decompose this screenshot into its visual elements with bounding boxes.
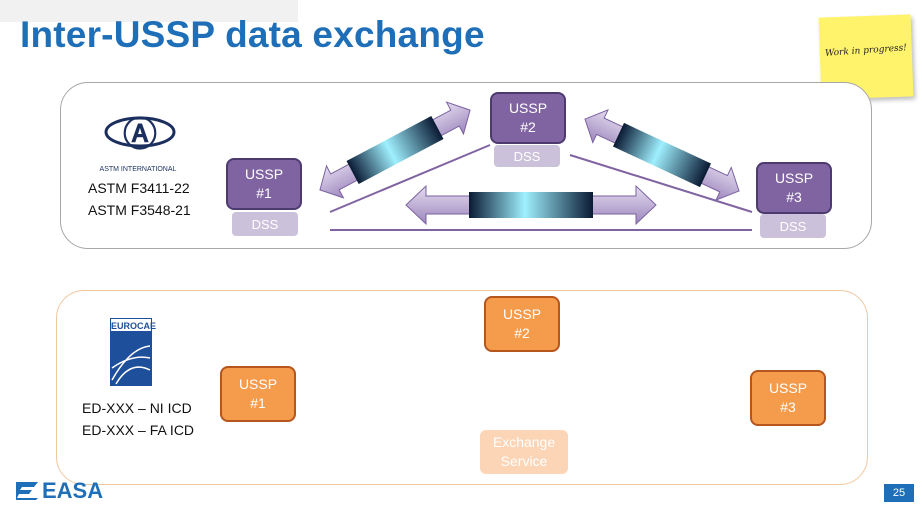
eurocae-standard-1: ED-XXX – NI ICD	[82, 400, 192, 416]
eurocae-logo-caption: EUROCAE	[110, 318, 156, 332]
astm-ussp-3-box: USSP #3	[756, 162, 832, 214]
astm-standard-2: ASTM F3548-21	[88, 202, 191, 218]
astm-ussp-2-dss: DSS	[494, 145, 560, 167]
astm-standard-1: ASTM F3411-22	[88, 180, 190, 196]
astm-link-line-1-2	[329, 144, 491, 213]
astm-ussp-2-box: USSP #2	[490, 92, 566, 144]
page-number: 25	[884, 484, 914, 502]
astm-logo-icon: Ⓐ	[104, 116, 176, 154]
astm-arrow-2-3	[584, 109, 740, 201]
eurocae-standard-2: ED-XXX – FA ICD	[82, 422, 195, 438]
exchange-service-box: Exchange Service	[480, 430, 568, 474]
astm-ussp-1-box: USSP #1	[226, 158, 302, 210]
eurocae-ussp-1-box: USSP #1	[220, 366, 296, 422]
easa-logo-icon	[16, 482, 38, 500]
top-bar	[0, 0, 298, 22]
astm-arrow-1-2	[319, 101, 471, 199]
eurocae-ussp-3-box: USSP #3	[750, 370, 826, 426]
astm-link-line-2-3	[569, 154, 753, 213]
astm-ussp-1-dss: DSS	[232, 212, 298, 236]
astm-arrow-1-3	[405, 184, 657, 226]
eurocae-ussp-2-box: USSP #2	[484, 296, 560, 352]
easa-brand: EASA	[42, 478, 104, 503]
astm-ussp-3-dss: DSS	[760, 214, 826, 238]
astm-logo-caption: ASTM INTERNATIONAL	[99, 166, 177, 173]
eurocae-panel	[56, 290, 868, 485]
svg-text:Ⓐ: Ⓐ	[123, 116, 157, 154]
slide-title: Inter-USSP data exchange	[20, 14, 485, 55]
